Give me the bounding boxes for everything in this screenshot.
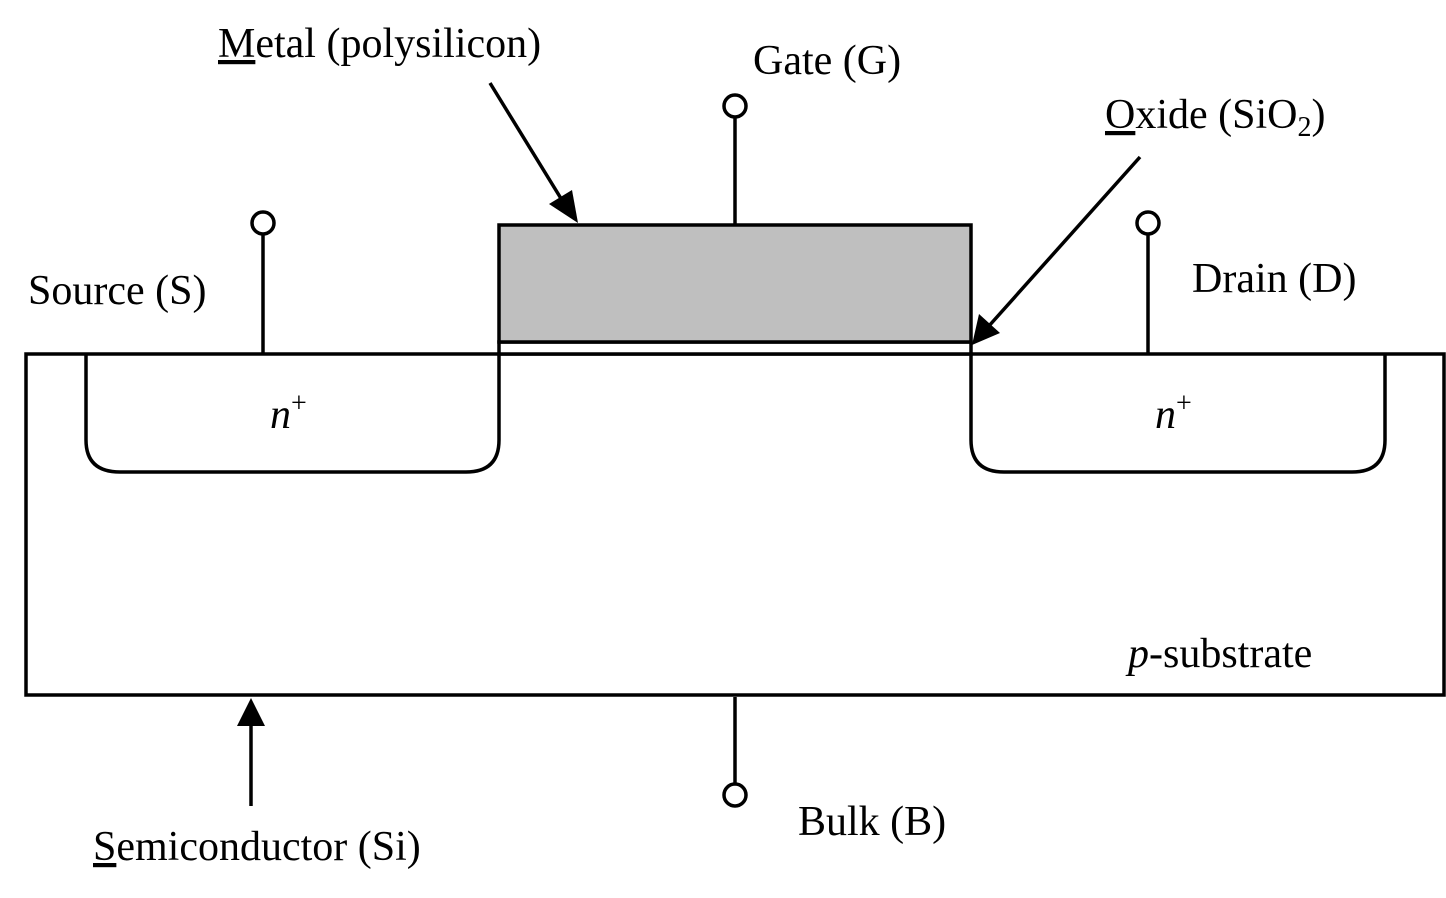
drain-n-plus-region	[969, 354, 1387, 474]
gate-label: Gate (G)	[753, 38, 901, 84]
source-terminal-node	[250, 210, 276, 236]
source-n-plus-region	[84, 354, 501, 474]
oxide-label: Oxide (SiO2)	[1105, 92, 1326, 143]
oxide-layer	[497, 340, 973, 356]
bulk-terminal-node	[722, 782, 748, 808]
bulk-label: Bulk (B)	[798, 799, 946, 845]
drain-label: Drain (D)	[1192, 256, 1356, 302]
metal-label: Metal (polysilicon)	[218, 21, 541, 67]
gate-terminal-node	[722, 93, 748, 119]
drain-region-label: n+	[1155, 388, 1192, 438]
oxide-pointer-arrow-shaft	[986, 155, 1142, 329]
gate-metal-block	[497, 223, 973, 344]
metal-pointer-arrow-shaft	[488, 82, 567, 206]
metal-pointer-arrow-head	[549, 190, 578, 223]
p-substrate-body	[24, 352, 1446, 697]
source-region-label: n+	[270, 388, 307, 438]
source-label: Source (S)	[28, 268, 206, 314]
semiconductor-label: Semiconductor (Si)	[93, 824, 421, 870]
oxide-pointer-arrow-head	[972, 314, 1000, 345]
drain-terminal-node	[1135, 210, 1161, 236]
semiconductor-pointer-arrow-head	[237, 698, 265, 726]
substrate-label: p-substrate	[1125, 631, 1312, 677]
